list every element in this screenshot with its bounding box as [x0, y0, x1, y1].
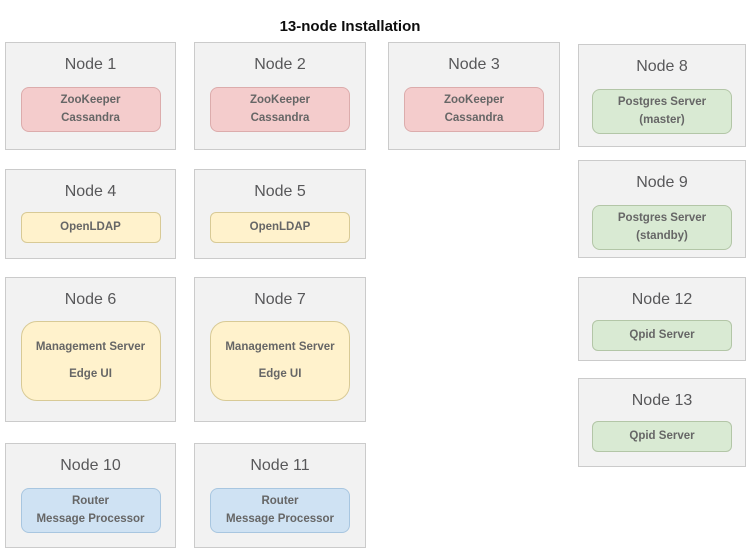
node-4-title: Node 4: [64, 183, 117, 200]
node-13: Node 13 Qpid Server: [578, 378, 746, 467]
node-1-services-badge: ZooKeeper Cassandra: [20, 87, 161, 132]
node-8-title: Node 8: [636, 58, 688, 75]
node-6-services-badge: Management Server Edge UI: [20, 321, 161, 401]
diagram-title: 13-node Installation: [279, 18, 421, 36]
node-8: Node 8 Postgres Server (master): [578, 44, 746, 147]
node-10-title: Node 10: [60, 457, 121, 474]
node-12-title: Node 12: [631, 291, 693, 308]
node-1: Node 1 ZooKeeper Cassandra: [5, 42, 176, 150]
service-label: Management Server: [225, 341, 335, 353]
node-7: Node 7 Management Server Edge UI: [194, 277, 366, 422]
service-label: ZooKeeper: [443, 94, 505, 106]
service-label: Cassandra: [250, 111, 310, 124]
service-label: Edge UI: [258, 367, 302, 380]
service-label: Message Processor: [36, 512, 145, 525]
service-label: (standby): [636, 229, 688, 242]
node-9-title: Node 9: [636, 174, 688, 191]
service-label: Cassandra: [444, 111, 504, 124]
node-3-title: Node 3: [448, 56, 500, 73]
node-5-services-badge: OpenLDAP: [210, 212, 350, 243]
service-label: OpenLDAP: [249, 220, 311, 233]
service-label: ZooKeeper: [60, 94, 121, 106]
service-label: ZooKeeper: [249, 94, 311, 106]
node-10-services-badge: Router Message Processor: [20, 488, 161, 533]
node-8-services-badge: Postgres Server (master): [592, 89, 732, 134]
service-label: OpenLDAP: [60, 220, 121, 233]
service-label: Edge UI: [69, 367, 112, 380]
node-9: Node 9 Postgres Server (standby): [578, 160, 746, 258]
service-label: Management Server: [35, 341, 146, 353]
node-11-title: Node 11: [250, 457, 310, 474]
node-5: Node 5 OpenLDAP: [194, 169, 366, 259]
node-1-title: Node 1: [64, 56, 117, 73]
service-label: Postgres Server: [617, 96, 707, 108]
service-label: Message Processor: [225, 512, 335, 525]
service-label: Router: [71, 495, 110, 507]
node-7-services-badge: Management Server Edge UI: [210, 321, 350, 401]
node-2-services-badge: ZooKeeper Cassandra: [210, 87, 350, 132]
node-4: Node 4 OpenLDAP: [5, 169, 176, 259]
service-label: Postgres Server: [617, 212, 707, 224]
node-4-services-badge: OpenLDAP: [20, 212, 161, 243]
node-3: Node 3 ZooKeeper Cassandra: [388, 42, 560, 150]
node-10: Node 10 Router Message Processor: [5, 443, 176, 548]
node-11: Node 11 Router Message Processor: [194, 443, 366, 548]
node-12: Node 12 Qpid Server: [578, 277, 746, 361]
node-2: Node 2 ZooKeeper Cassandra: [194, 42, 366, 150]
node-6: Node 6 Management Server Edge UI: [5, 277, 176, 422]
node-2-title: Node 2: [254, 56, 306, 73]
node-13-title: Node 13: [631, 392, 693, 409]
node-11-services-badge: Router Message Processor: [210, 488, 350, 533]
service-label: Cassandra: [61, 111, 120, 124]
service-label: Router: [261, 495, 299, 507]
node-12-services-badge: Qpid Server: [592, 320, 732, 351]
node-6-title: Node 6: [64, 291, 117, 308]
node-3-services-badge: ZooKeeper Cassandra: [404, 87, 544, 132]
node-7-title: Node 7: [254, 291, 306, 308]
service-label: Qpid Server: [629, 429, 695, 442]
node-9-services-badge: Postgres Server (standby): [592, 205, 732, 250]
node-5-title: Node 5: [254, 183, 306, 200]
service-label: Qpid Server: [629, 328, 695, 341]
service-label: (master): [639, 113, 685, 126]
node-13-services-badge: Qpid Server: [592, 421, 732, 452]
